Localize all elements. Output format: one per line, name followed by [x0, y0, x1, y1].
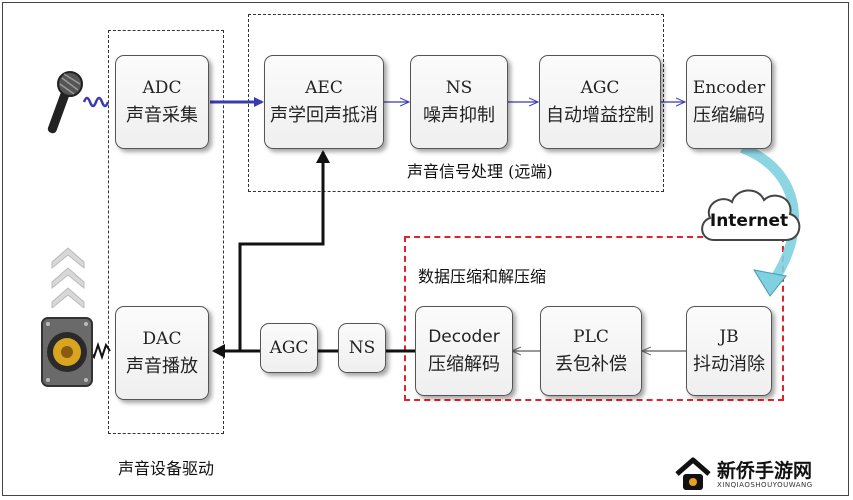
volume-chevrons-icon	[51, 247, 85, 308]
encoder-desc: 压缩编码	[693, 105, 765, 126]
aec-desc: 声学回声抵消	[270, 105, 378, 126]
device-driver-label: 声音设备驱动	[118, 459, 215, 478]
encoder-abbr: Encoder	[692, 78, 766, 98]
watermark-logo: 新侨手游网 XINQIAOSHOUYOUWANG	[673, 454, 843, 494]
data-compression-region	[404, 236, 784, 401]
dac-block: DAC 声音播放	[115, 306, 209, 400]
ns-top-desc: 噪声抑制	[423, 105, 495, 126]
signal-processing-label: 声音信号处理 (远端)	[407, 162, 553, 181]
agc-top-block: AGC 自动增益控制	[539, 55, 661, 149]
watermark-subtitle: XINQIAOSHOUYOUWANG	[717, 481, 813, 489]
data-compression-label: 数据压缩和解压缩	[418, 267, 547, 286]
plc-desc: 丢包补偿	[555, 354, 627, 375]
watermark-title: 新侨手游网	[717, 460, 813, 482]
dac-desc: 声音播放	[126, 356, 198, 377]
house-logo-icon	[675, 457, 711, 490]
aec-block: AEC 声学回声抵消	[264, 55, 384, 149]
ns-top-abbr: NS	[445, 78, 473, 98]
speaker-signal-wave	[89, 341, 111, 361]
agc-top-abbr: AGC	[580, 78, 620, 98]
decoder-abbr: Decoder	[428, 327, 500, 347]
jb-desc: 抖动消除	[693, 354, 765, 375]
agc-bottom-block: AGC	[260, 323, 318, 373]
mic-signal-wave	[82, 96, 110, 108]
dac-abbr: DAC	[142, 329, 182, 349]
adc-abbr: ADC	[142, 78, 182, 98]
jb-abbr: JB	[719, 327, 739, 347]
adc-desc: 声音采集	[126, 105, 198, 126]
device-driver-region	[108, 30, 224, 434]
speaker-icon	[41, 317, 93, 387]
agc-top-desc: 自动增益控制	[546, 105, 654, 126]
plc-block: PLC 丢包补偿	[540, 306, 642, 396]
agc-bottom-abbr: AGC	[269, 337, 309, 358]
encoder-block: Encoder 压缩编码	[686, 55, 772, 149]
ns-bottom-abbr: NS	[348, 337, 376, 358]
reference-signal-arrow	[238, 150, 330, 351]
internet-label: Internet	[710, 211, 788, 231]
aec-abbr: AEC	[305, 78, 343, 98]
adc-block: ADC 声音采集	[115, 55, 209, 149]
ns-bottom-block: NS	[338, 323, 386, 373]
decoder-desc: 压缩解码	[428, 354, 500, 375]
internet-cloud-icon: Internet	[701, 189, 801, 241]
ns-top-block: NS 噪声抑制	[410, 55, 508, 149]
plc-abbr: PLC	[573, 327, 609, 347]
decoder-block: Decoder 压缩解码	[415, 306, 513, 396]
jb-block: JB 抖动消除	[686, 306, 772, 396]
microphone-icon	[47, 71, 83, 134]
internet-flow-arrow	[740, 143, 800, 289]
